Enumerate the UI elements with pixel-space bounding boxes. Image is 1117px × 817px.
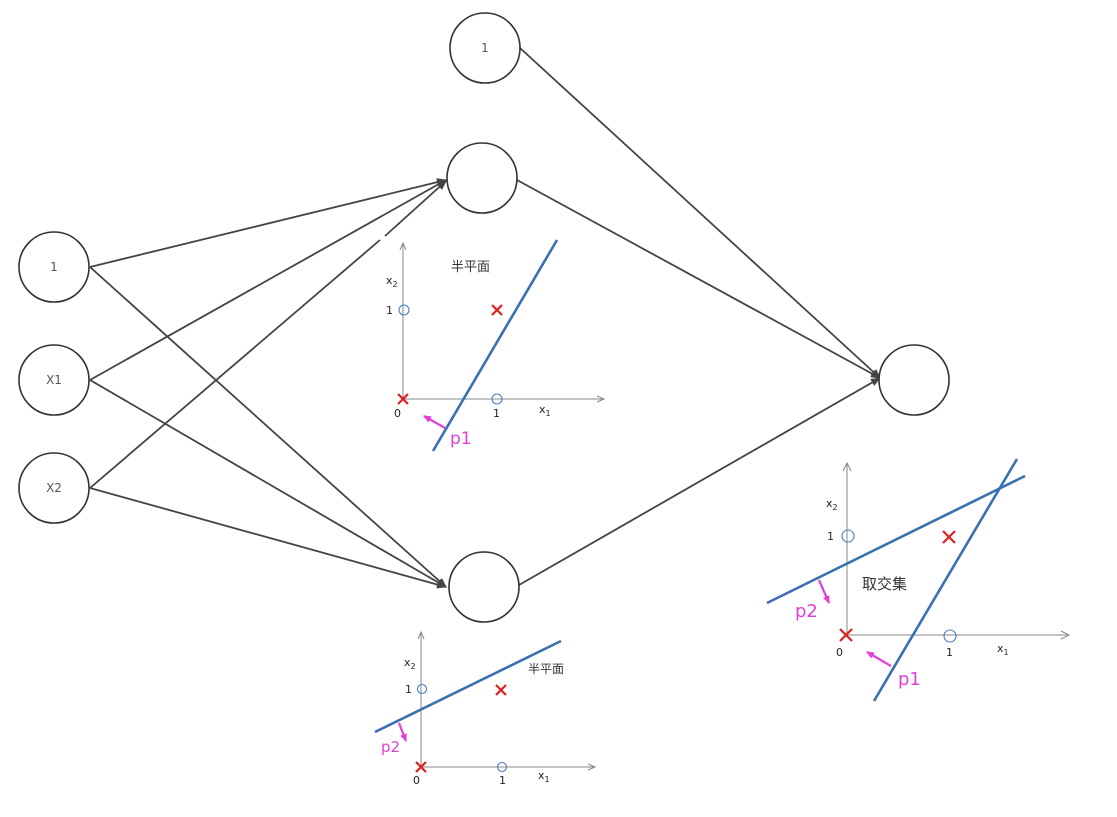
plot-p2-x-label: x1: [538, 769, 550, 784]
plot-combined-point-1-0: [943, 629, 957, 643]
plot-p2-x-tick: 1: [499, 774, 506, 787]
plot-p2-origin: 0: [413, 774, 420, 787]
plot-p1: x2 x1 0 1 1 p1 半平面: [386, 239, 606, 452]
edge-h-bottom-to-out: [518, 377, 881, 586]
plot-combined-x-axis-arrow: [1060, 630, 1071, 640]
edge-in-x2-to-h-top-end: [384, 180, 447, 237]
plot-p2-y-label: x2: [404, 656, 416, 671]
plot-p2-cross-1-1: [495, 684, 507, 696]
plot-p1-origin: 0: [394, 407, 401, 420]
hidden-output-edges: [516, 47, 881, 586]
plot-combined-line-label-p1: p1: [898, 669, 921, 690]
plot-combined-cross-0-0: [839, 628, 853, 642]
edge-in-x1-to-h-bottom: [89, 379, 447, 588]
plot-combined-y-tick: 1: [827, 530, 834, 543]
input-node-bias-label: 1: [50, 260, 58, 274]
plot-combined-y-axis-arrow: [842, 461, 852, 472]
plot-p1-cross-1-1: [491, 304, 503, 316]
input-node-x1-label: X1: [46, 373, 62, 387]
edge-in-bias-to-h-top: [89, 178, 447, 268]
plot-p1-cross-0-0: [397, 393, 409, 405]
edge-in-x2-to-h-bottom: [89, 487, 447, 589]
plot-combined-normal-arrow-p1: [866, 651, 892, 667]
plot-p1-y-tick: 1: [386, 304, 393, 317]
hidden-layer: 1: [446, 12, 521, 623]
input-hidden-edges: [89, 178, 447, 589]
hidden-node-bottom: [448, 551, 520, 623]
edge-in-bias-to-h-bottom: [89, 266, 447, 588]
input-layer: 1 X1 X2: [18, 231, 90, 524]
plot-p1-point-1-0: [491, 393, 503, 405]
input-node-bias: 1: [18, 231, 90, 303]
plot-combined-normal-arrow-p2: [817, 579, 831, 604]
plot-combined: x2 x1 0 1 1 p2 p1 取交集: [766, 458, 1071, 702]
plot-combined-point-0-1: [841, 529, 855, 543]
plot-p1-y-axis-arrow: [399, 241, 407, 251]
plot-p1-title: 半平面: [451, 260, 490, 275]
plot-p1-x-tick: 1: [493, 407, 500, 420]
plot-p2-y-tick: 1: [405, 683, 412, 696]
hidden-node-top: [446, 142, 518, 214]
plot-combined-boundary-line-p1: [872, 458, 1019, 702]
plot-p1-point-0-1: [398, 304, 410, 316]
plot-combined-boundary-line-p2: [766, 474, 1026, 605]
plot-p1-boundary-line: [431, 239, 559, 452]
plot-p1-normal-arrow: [423, 415, 446, 429]
edge-in-x2-to-h-top: [89, 239, 381, 489]
hidden-node-bias: 1: [449, 12, 521, 84]
plot-p1-x-axis-arrow: [596, 395, 606, 403]
hidden-node-bias-label: 1: [481, 41, 489, 55]
plot-p1-x-label: x1: [539, 403, 551, 418]
output-node: [878, 344, 950, 416]
plot-p2-normal-arrow: [397, 722, 408, 742]
plot-combined-origin: 0: [836, 646, 843, 659]
plot-p2-x-axis-arrow: [587, 763, 597, 771]
plot-combined-cross-1-1: [942, 530, 956, 544]
input-node-x2-label: X2: [46, 481, 62, 495]
plot-combined-x-tick: 1: [946, 646, 953, 659]
plot-combined-x-label: x1: [997, 642, 1009, 657]
plot-p2-line-label: p2: [381, 738, 400, 756]
plot-combined-line-label-p2: p2: [795, 601, 818, 622]
plot-p2-point-0-1: [416, 683, 428, 695]
plot-p2-point-1-0: [496, 761, 508, 773]
plot-combined-title: 取交集: [862, 575, 907, 593]
plot-p2: x2 x1 0 1 1 p2 半平面: [374, 630, 597, 787]
plot-p2-title: 半平面: [528, 662, 564, 676]
plot-p1-line-label: p1: [450, 429, 472, 449]
edge-h-top-to-out: [516, 179, 881, 379]
plot-p1-y-label: x2: [386, 274, 398, 289]
plot-combined-y-label: x2: [826, 497, 838, 512]
edge-in-x1-to-h-top: [89, 179, 447, 381]
plot-p2-cross-0-0: [415, 761, 427, 773]
output-layer: [878, 344, 950, 416]
plot-p2-boundary-line: [374, 639, 562, 734]
edge-h-bias-to-out: [519, 47, 881, 379]
plot-p2-y-axis-arrow: [417, 630, 425, 640]
input-node-x1: X1: [18, 344, 90, 416]
input-node-x2: X2: [18, 452, 90, 524]
